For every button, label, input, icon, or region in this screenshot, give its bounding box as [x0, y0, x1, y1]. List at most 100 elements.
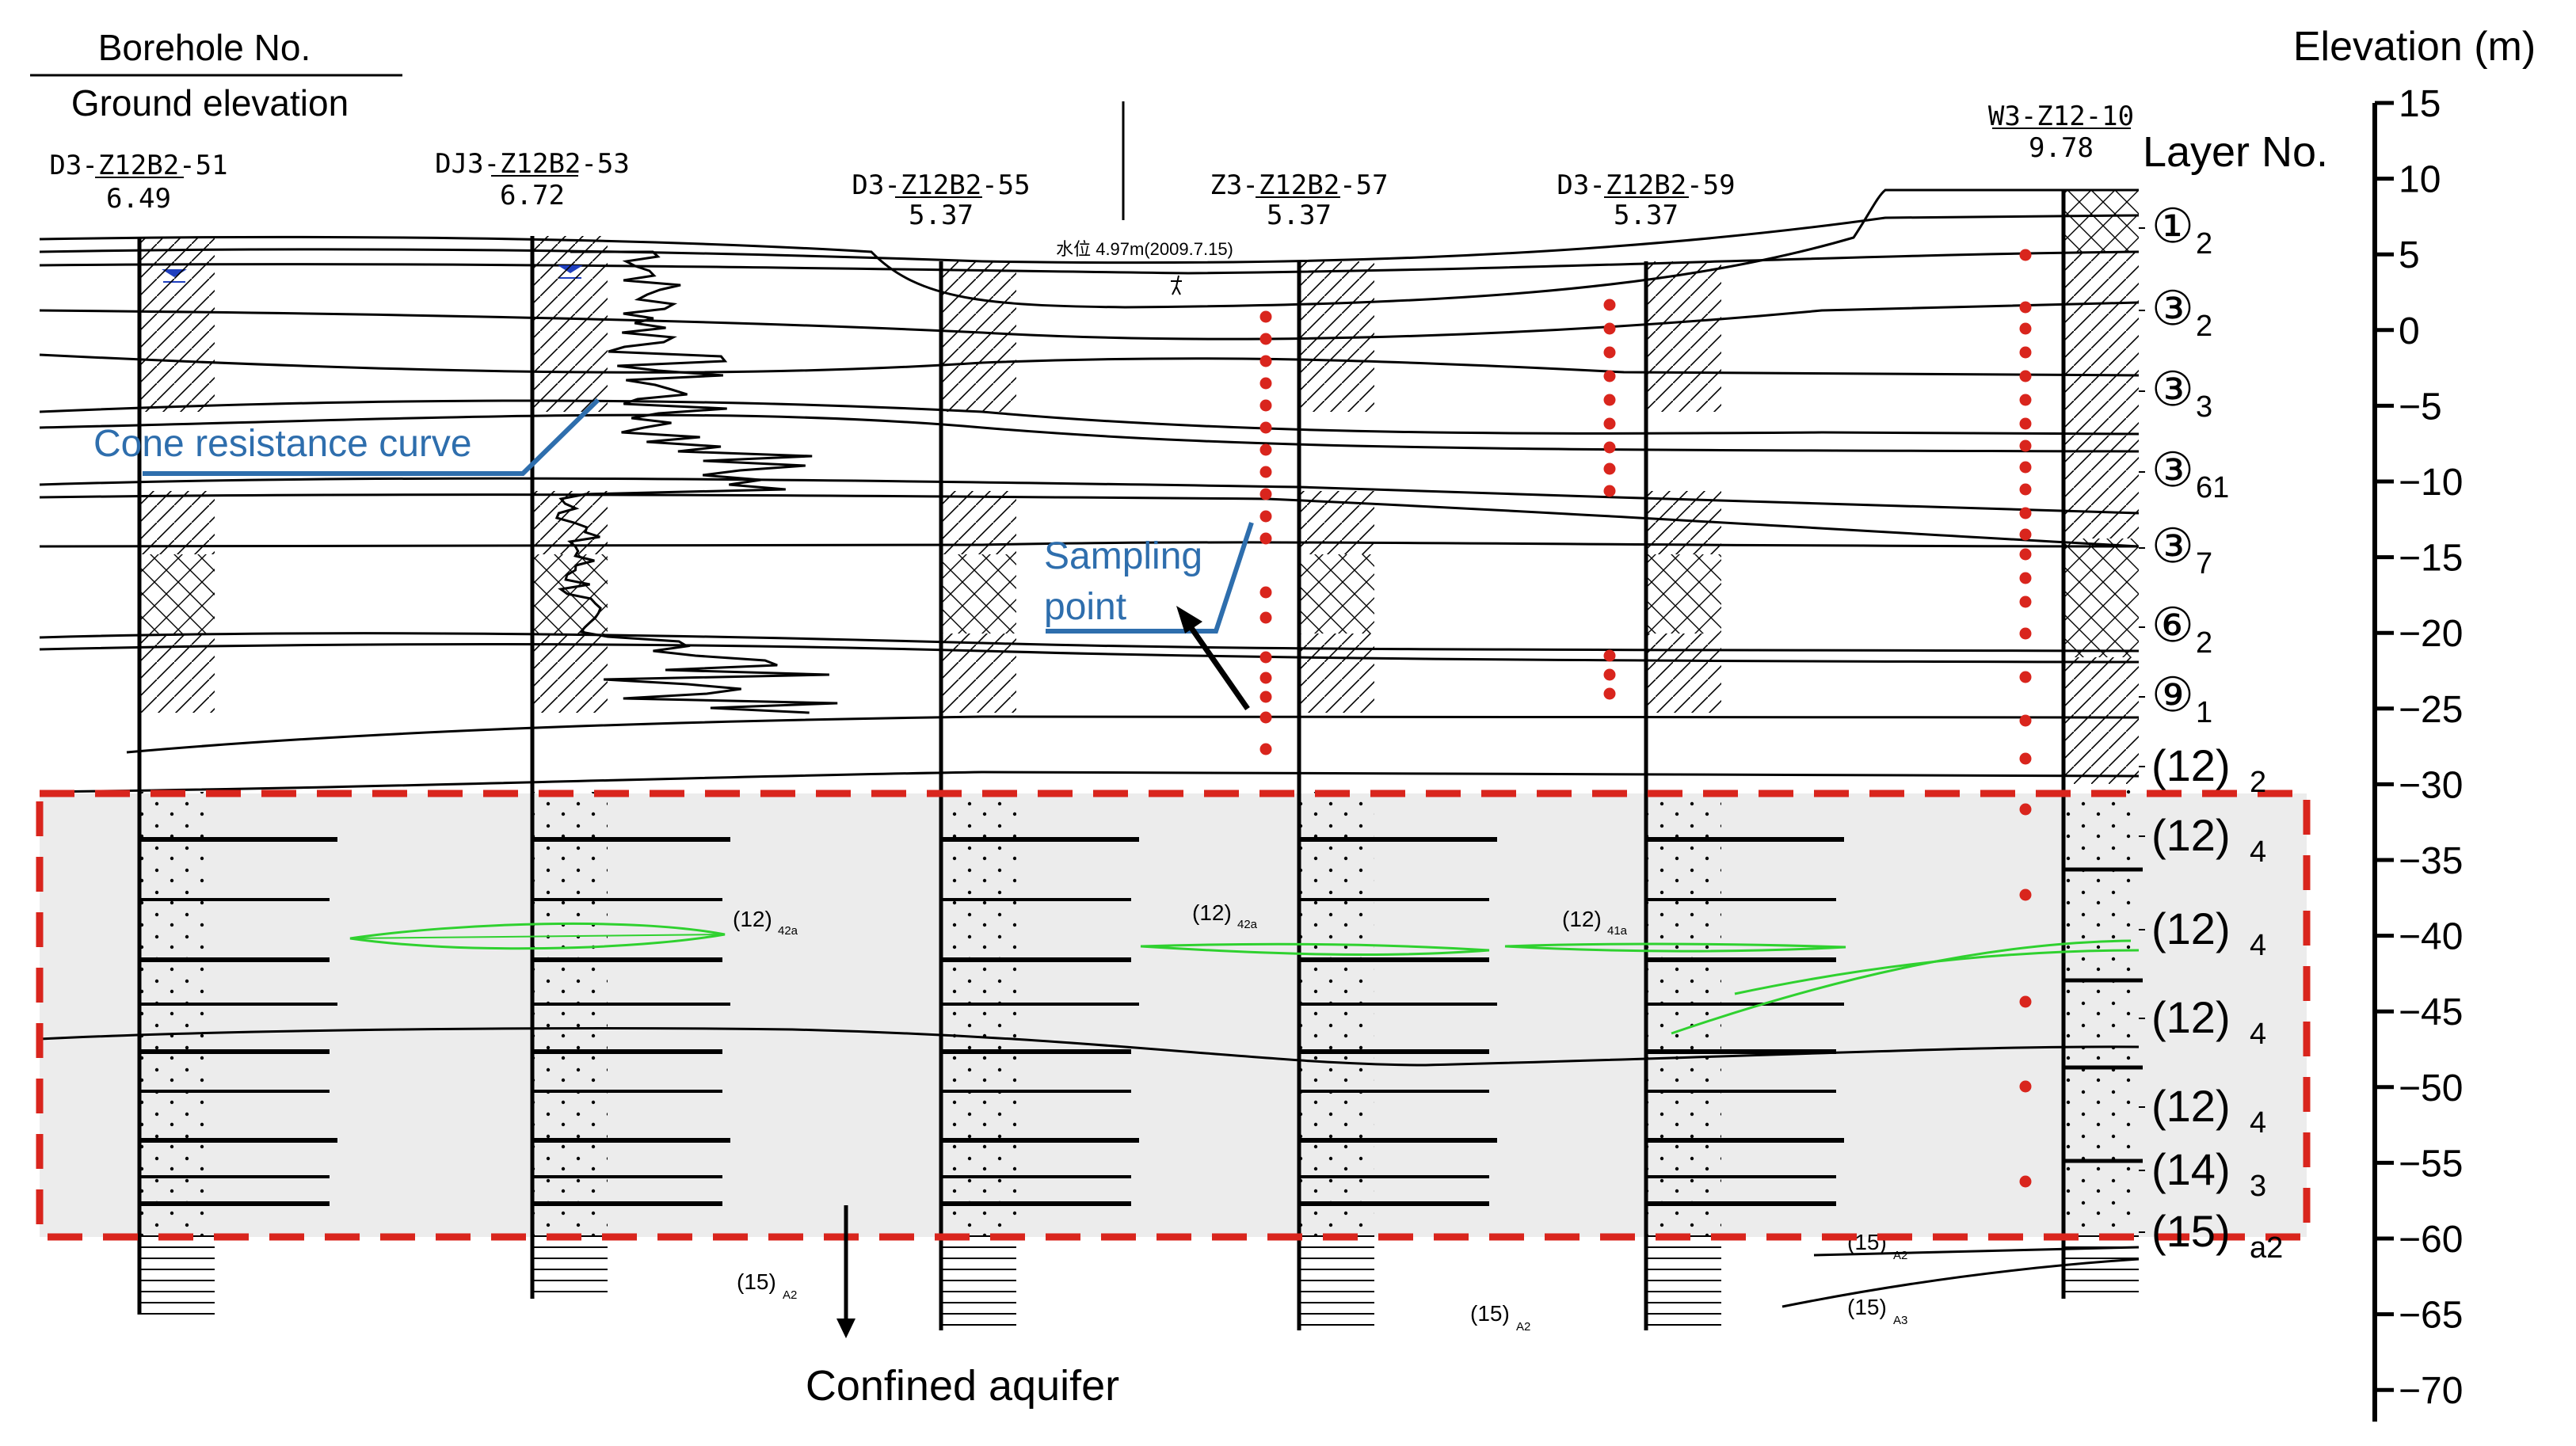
deep-label-main: (15) [1470, 1301, 1510, 1326]
sampling-point [2019, 714, 2032, 727]
deep-label-sub: A3 [1893, 1314, 1907, 1327]
elevation-tick-label: −65 [2399, 1295, 2463, 1337]
aquifer-arrow-head [836, 1319, 855, 1338]
borehole-lithology [941, 491, 1016, 554]
deep-label-sub: A2 [1893, 1249, 1907, 1262]
borehole-id: Z3-Z12B2-57 [1210, 169, 1388, 201]
sampling-point [1259, 355, 1272, 367]
borehole-elevation: 5.37 [1267, 200, 1332, 231]
borehole-lithology [2063, 293, 2139, 372]
elevation-tick-label: −50 [2399, 1067, 2463, 1109]
borehole-id: D3-Z12B2-59 [1557, 169, 1735, 201]
elevation-axis-title: Elevation (m) [2293, 24, 2536, 70]
borehole-lithology [2063, 538, 2139, 657]
borehole-lithology [941, 554, 1016, 634]
borehole-lithology [941, 285, 1016, 412]
sampling-point [1259, 399, 1272, 412]
layer-label: (12) 4 [2139, 992, 2266, 1051]
lens-12-42a-mid [1140, 942, 1490, 956]
deep-label-main: (15) [1847, 1295, 1887, 1319]
borehole-elevation: 5.37 [909, 200, 974, 231]
sampling-point [1259, 421, 1272, 434]
sampling-point [2019, 889, 2032, 901]
layer-label: (15)a2 [2139, 1206, 2283, 1265]
sampling-point [1603, 346, 1616, 359]
sampling-point [1259, 743, 1272, 755]
elevation-tick-label: 10 [2399, 159, 2441, 201]
borehole-header-59: D3-Z12B2-59 5.37 [1557, 169, 1735, 231]
borehole-lithology [1299, 792, 1374, 1188]
borehole-lithology [1646, 554, 1721, 634]
lens-label-main: (12) [733, 907, 772, 931]
borehole-lithology [532, 1188, 608, 1235]
borehole-lithology [1299, 491, 1374, 554]
confined-aquifer-zone [40, 793, 2307, 1237]
borehole-header-51: D3-Z12B2-51 6.49 [49, 150, 227, 215]
layer-label-sub: 2 [2250, 766, 2266, 799]
layer-label: (14)3 [2139, 1144, 2266, 1203]
borehole-lithology [1646, 634, 1721, 713]
borehole-lithology [139, 285, 215, 412]
layer-label-sub: 7 [2196, 547, 2212, 580]
ground-elevation-heading: Ground elevation [71, 82, 349, 124]
borehole-53 [530, 236, 730, 1299]
layer-label-sub: 2 [2196, 626, 2212, 660]
borehole-lithology [532, 1235, 608, 1299]
borehole-59 [1644, 261, 1844, 1330]
layer-label-main: (12) [2151, 810, 2231, 860]
sampling-point [2019, 627, 2032, 640]
cone-resistance-curve [554, 250, 838, 714]
borehole-no-heading: Borehole No. [98, 27, 311, 68]
sampling-point [2019, 572, 2032, 584]
sampling-point [2019, 528, 2032, 541]
sampling-point [1603, 417, 1616, 430]
sampling-point [1603, 485, 1616, 497]
borehole-elevation: 6.72 [500, 180, 565, 211]
water-level-note: 水位 4.97m(2009.7.15) [1056, 239, 1233, 259]
layer-label-main: ③ [2151, 282, 2194, 335]
layer-label-sub: 2 [2196, 310, 2212, 343]
layer-no-heading: Layer No. [2143, 128, 2328, 176]
borehole-lithology [1299, 285, 1374, 412]
borehole-lithology [1646, 285, 1721, 412]
borehole-lithology [1646, 1188, 1721, 1235]
borehole-55 [939, 261, 1139, 1330]
elevation-tick-label: −25 [2399, 689, 2463, 731]
elevation-tick-label: −55 [2399, 1143, 2463, 1185]
borehole-lithology [2063, 1172, 2139, 1227]
sampling-arrow-head [1176, 606, 1202, 634]
sampling-point [2019, 483, 2032, 496]
sampling-point [1603, 668, 1616, 681]
sampling-point [1603, 370, 1616, 382]
deep-label-4: (15) A3 [1847, 1295, 1907, 1327]
layer-label: (12)4 [2139, 904, 2266, 962]
sampling-point [2019, 1175, 2032, 1188]
water-level-symbol [1171, 275, 1182, 295]
layer-label-main: ③ [2151, 363, 2194, 416]
elevation-tick-label: −60 [2399, 1219, 2463, 1261]
sampling-point [2019, 995, 2032, 1008]
lens-label-sub: 42a [778, 924, 798, 938]
borehole-lithology [941, 634, 1016, 713]
cone-resistance-callout: Cone resistance curve [93, 398, 600, 476]
deep-label-sub: A2 [1516, 1320, 1530, 1334]
sampling-point [1259, 532, 1272, 545]
borehole-lithology [2063, 657, 2139, 784]
borehole-header-53: DJ3-Z12B2-53 6.72 [435, 148, 630, 211]
borehole-lithology [1299, 261, 1374, 285]
layer-label-main: (12) [2151, 992, 2231, 1042]
lens-label-sub: 41a [1607, 924, 1628, 938]
sampling-points [1259, 249, 2032, 1188]
borehole-lithology [941, 792, 1016, 1188]
sampling-point [1259, 651, 1272, 664]
layer-label-sub: 2 [2196, 227, 2212, 261]
borehole-lithology [1299, 1188, 1374, 1235]
layer-label-sub: 4 [2250, 1018, 2266, 1051]
borehole-header-55: D3-Z12B2-55 5.37 [852, 169, 1030, 231]
layer-label-main: ③ [2151, 519, 2194, 573]
layer-label: (12)2 [2139, 740, 2266, 799]
layer-label-sub: 3 [2250, 1170, 2266, 1203]
